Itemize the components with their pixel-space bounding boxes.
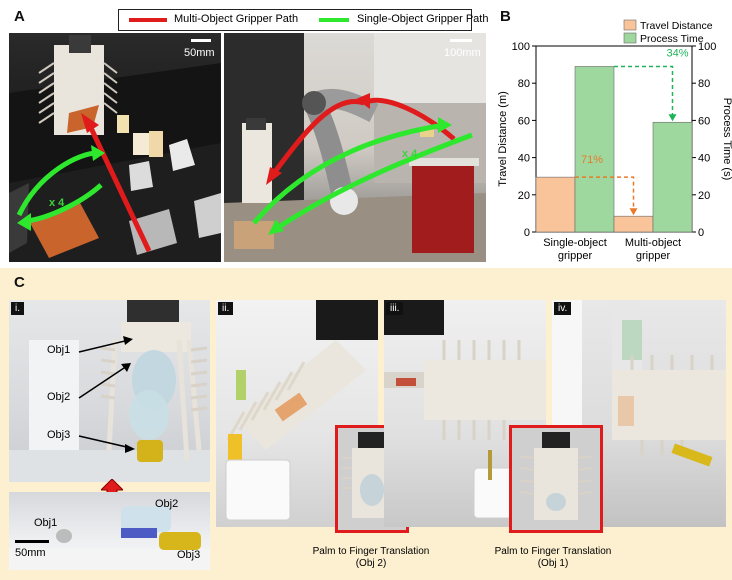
panel-ci-scene bbox=[9, 300, 210, 482]
panel-ci-bottom-photo: Obj1 Obj2 Obj3 50mm bbox=[9, 492, 210, 570]
legend-label-time: Process Time bbox=[640, 33, 704, 45]
y-axis-label-right: Process Time (s) bbox=[721, 98, 732, 181]
caption-obj1-line2: (Obj 1) bbox=[537, 558, 569, 569]
repeat-label-left: x 4 bbox=[49, 197, 65, 209]
caption-obj1: Palm to Finger Translation (Obj 1) bbox=[478, 546, 628, 570]
y-axis-label-left: Travel Distance (m) bbox=[497, 91, 509, 187]
bottom-obj3-label: Obj3 bbox=[177, 549, 201, 561]
panel-civ-label: iv. bbox=[554, 302, 572, 315]
legend-green-label: Single-Object Gripper Path bbox=[357, 13, 489, 25]
bar-process-time bbox=[574, 66, 615, 233]
caption-obj1-line1: Palm to Finger Translation bbox=[494, 546, 612, 557]
y-tick-label-right: 40 bbox=[698, 153, 710, 165]
legend-red-label: Multi-Object Gripper Path bbox=[174, 13, 299, 25]
panel-b-letter: B bbox=[500, 8, 511, 25]
y-tick-label-left: 0 bbox=[524, 227, 530, 239]
x-tick-label: Multi-object bbox=[625, 237, 681, 249]
obj1-label: Obj1 bbox=[47, 344, 71, 356]
y-tick-label-left: 60 bbox=[518, 115, 530, 127]
legend-red-swatch bbox=[129, 18, 167, 22]
time-reduction-label: 34% bbox=[667, 47, 689, 59]
red-up-arrow-icon bbox=[101, 479, 123, 501]
scale-bar-right bbox=[450, 39, 472, 42]
y-tick-label-left: 80 bbox=[518, 78, 530, 90]
scale-bar-left bbox=[191, 39, 211, 42]
bottom-scale-text: 50mm bbox=[15, 547, 46, 559]
panel-ci-bottom-scene bbox=[9, 506, 210, 570]
travel-reduction-arrowhead bbox=[629, 208, 638, 216]
obj3-label: Obj3 bbox=[47, 429, 71, 441]
y-tick-label-right: 100 bbox=[698, 41, 716, 53]
time-reduction-arrowhead bbox=[668, 114, 677, 122]
panel-a-letter: A bbox=[14, 8, 25, 25]
legend-swatch-time bbox=[623, 32, 637, 44]
y-tick-label-left: 40 bbox=[518, 153, 530, 165]
x-tick-label-line2: gripper bbox=[636, 250, 671, 262]
y-tick-label-right: 0 bbox=[698, 227, 704, 239]
bar-process-time bbox=[652, 121, 693, 233]
x-tick-label-line2: gripper bbox=[558, 250, 593, 262]
bar-travel-distance bbox=[613, 215, 654, 233]
panel-a-right-scene bbox=[224, 33, 486, 262]
caption-obj2: Palm to Finger Translation (Obj 2) bbox=[296, 546, 446, 570]
panel-a-left-photo: 50mm x 4 bbox=[9, 33, 221, 262]
y-tick-label-left: 100 bbox=[512, 41, 530, 53]
scale-text-left: 50mm bbox=[184, 47, 215, 59]
bottom-obj1-label: Obj1 bbox=[34, 517, 58, 529]
obj2-label: Obj2 bbox=[47, 391, 71, 403]
panel-cii-label: ii. bbox=[218, 302, 234, 315]
panel-c-letter: C bbox=[14, 274, 25, 291]
repeat-label-right: x 4 bbox=[402, 148, 418, 160]
panel-a-right-photo: 100mm x 4 bbox=[224, 33, 486, 262]
caption-obj2-line2: (Obj 2) bbox=[355, 558, 387, 569]
caption-obj2-line1: Palm to Finger Translation bbox=[312, 546, 430, 557]
panel-ci-top-photo: i. Obj1 Obj2 Obj3 bbox=[9, 300, 210, 482]
right-gripper bbox=[242, 123, 272, 203]
panel-cii-scene bbox=[225, 300, 378, 521]
bottom-obj2-label: Obj2 bbox=[155, 498, 179, 510]
panel-a-left-scene bbox=[9, 35, 221, 262]
inset-obj1-scene bbox=[519, 432, 593, 520]
inset-obj1 bbox=[509, 425, 603, 533]
bottom-scale-bar bbox=[15, 540, 49, 543]
red-path-arrow-left bbox=[88, 126, 152, 253]
panel-a-legend: Multi-Object Gripper Path Single-Object … bbox=[118, 9, 488, 31]
legend-label-travel: Travel Distance bbox=[640, 20, 713, 32]
panel-ciii-label: iii. bbox=[386, 302, 404, 315]
travel-reduction-label: 71% bbox=[581, 154, 603, 166]
y-tick-label-right: 20 bbox=[698, 190, 710, 202]
travel-reduction-arrow bbox=[575, 176, 635, 213]
time-reduction-arrow bbox=[614, 65, 674, 119]
y-tick-label-left: 20 bbox=[518, 190, 530, 202]
scale-text-right: 100mm bbox=[444, 47, 481, 59]
bar-travel-distance bbox=[535, 176, 576, 233]
x-tick-label: Single-object bbox=[543, 237, 607, 249]
legend-green-swatch bbox=[319, 18, 349, 22]
y-tick-label-right: 60 bbox=[698, 115, 710, 127]
y-tick-label-right: 80 bbox=[698, 78, 710, 90]
legend-swatch-travel bbox=[623, 19, 637, 31]
panel-ci-label: i. bbox=[11, 302, 24, 315]
